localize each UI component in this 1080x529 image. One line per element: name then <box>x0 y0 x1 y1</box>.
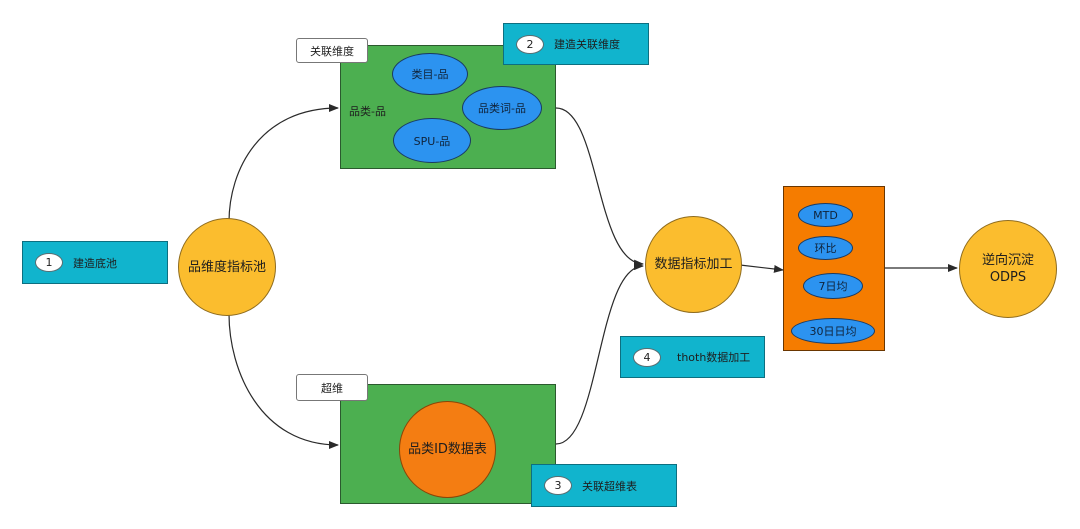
metric-mom-label: 环比 <box>814 242 837 255</box>
sink-node: 逆向沉淀 ODPS <box>959 220 1057 318</box>
pool-node-label: 品维度指标池 <box>187 259 266 275</box>
step-4-card: 4 thoth数据加工 <box>620 336 765 378</box>
sink-node-label: 逆向沉淀 ODPS <box>981 253 1034 285</box>
step-2-card: 2 建造关联维度 <box>503 23 649 65</box>
metric-7day-avg-label: 7日均 <box>818 280 848 293</box>
metric-mom: 环比 <box>798 236 853 260</box>
step-2-number: 2 <box>516 34 544 54</box>
assoc-item-category-label: 类目-品 <box>411 68 449 81</box>
metric-30day-avg-label: 30日日均 <box>809 325 857 338</box>
step-1-card: 1 建造底池 <box>22 241 168 284</box>
assoc-item-category-word: 品类词-品 <box>462 86 542 130</box>
category-table-node: 品类ID数据表 <box>399 401 496 498</box>
assoc-dimension-label: 品类-品 <box>349 105 386 118</box>
assoc-item-category-word-label: 品类词-品 <box>478 102 526 115</box>
metric-7day-avg: 7日均 <box>803 273 863 299</box>
step-2-label: 建造关联维度 <box>554 38 620 51</box>
super-dimension-tag-label: 超维 <box>321 381 343 395</box>
pool-node: 品维度指标池 <box>178 218 276 316</box>
processing-node: 数据指标加工 <box>645 216 742 313</box>
assoc-dimension-tag-label: 关联维度 <box>310 44 354 58</box>
metric-30day-avg: 30日日均 <box>791 318 875 344</box>
step-3-card: 3 关联超维表 <box>531 464 677 507</box>
step-1-number: 1 <box>35 253 63 272</box>
category-table-label: 品类ID数据表 <box>408 442 487 457</box>
step-3-number: 3 <box>544 476 572 495</box>
edge-processing-to-metrics <box>739 264 784 273</box>
edge-assoc-to-processing <box>555 107 644 268</box>
step-4-label: thoth数据加工 <box>677 351 751 364</box>
assoc-dimension-tag: 关联维度 <box>296 38 368 63</box>
edge-pool-to-assoc <box>228 104 339 223</box>
assoc-item-spu-label: SPU-品 <box>413 134 451 148</box>
super-dimension-tag: 超维 <box>296 374 368 401</box>
assoc-item-spu: SPU-品 <box>393 118 471 163</box>
metric-mtd-label: MTD <box>813 208 838 222</box>
assoc-item-category: 类目-品 <box>392 53 468 95</box>
step-1-label: 建造底池 <box>73 256 117 270</box>
processing-node-label: 数据指标加工 <box>654 257 733 272</box>
metric-mtd: MTD <box>798 203 853 227</box>
step-4-number: 4 <box>633 347 661 367</box>
step-3-label: 关联超维表 <box>582 479 637 493</box>
